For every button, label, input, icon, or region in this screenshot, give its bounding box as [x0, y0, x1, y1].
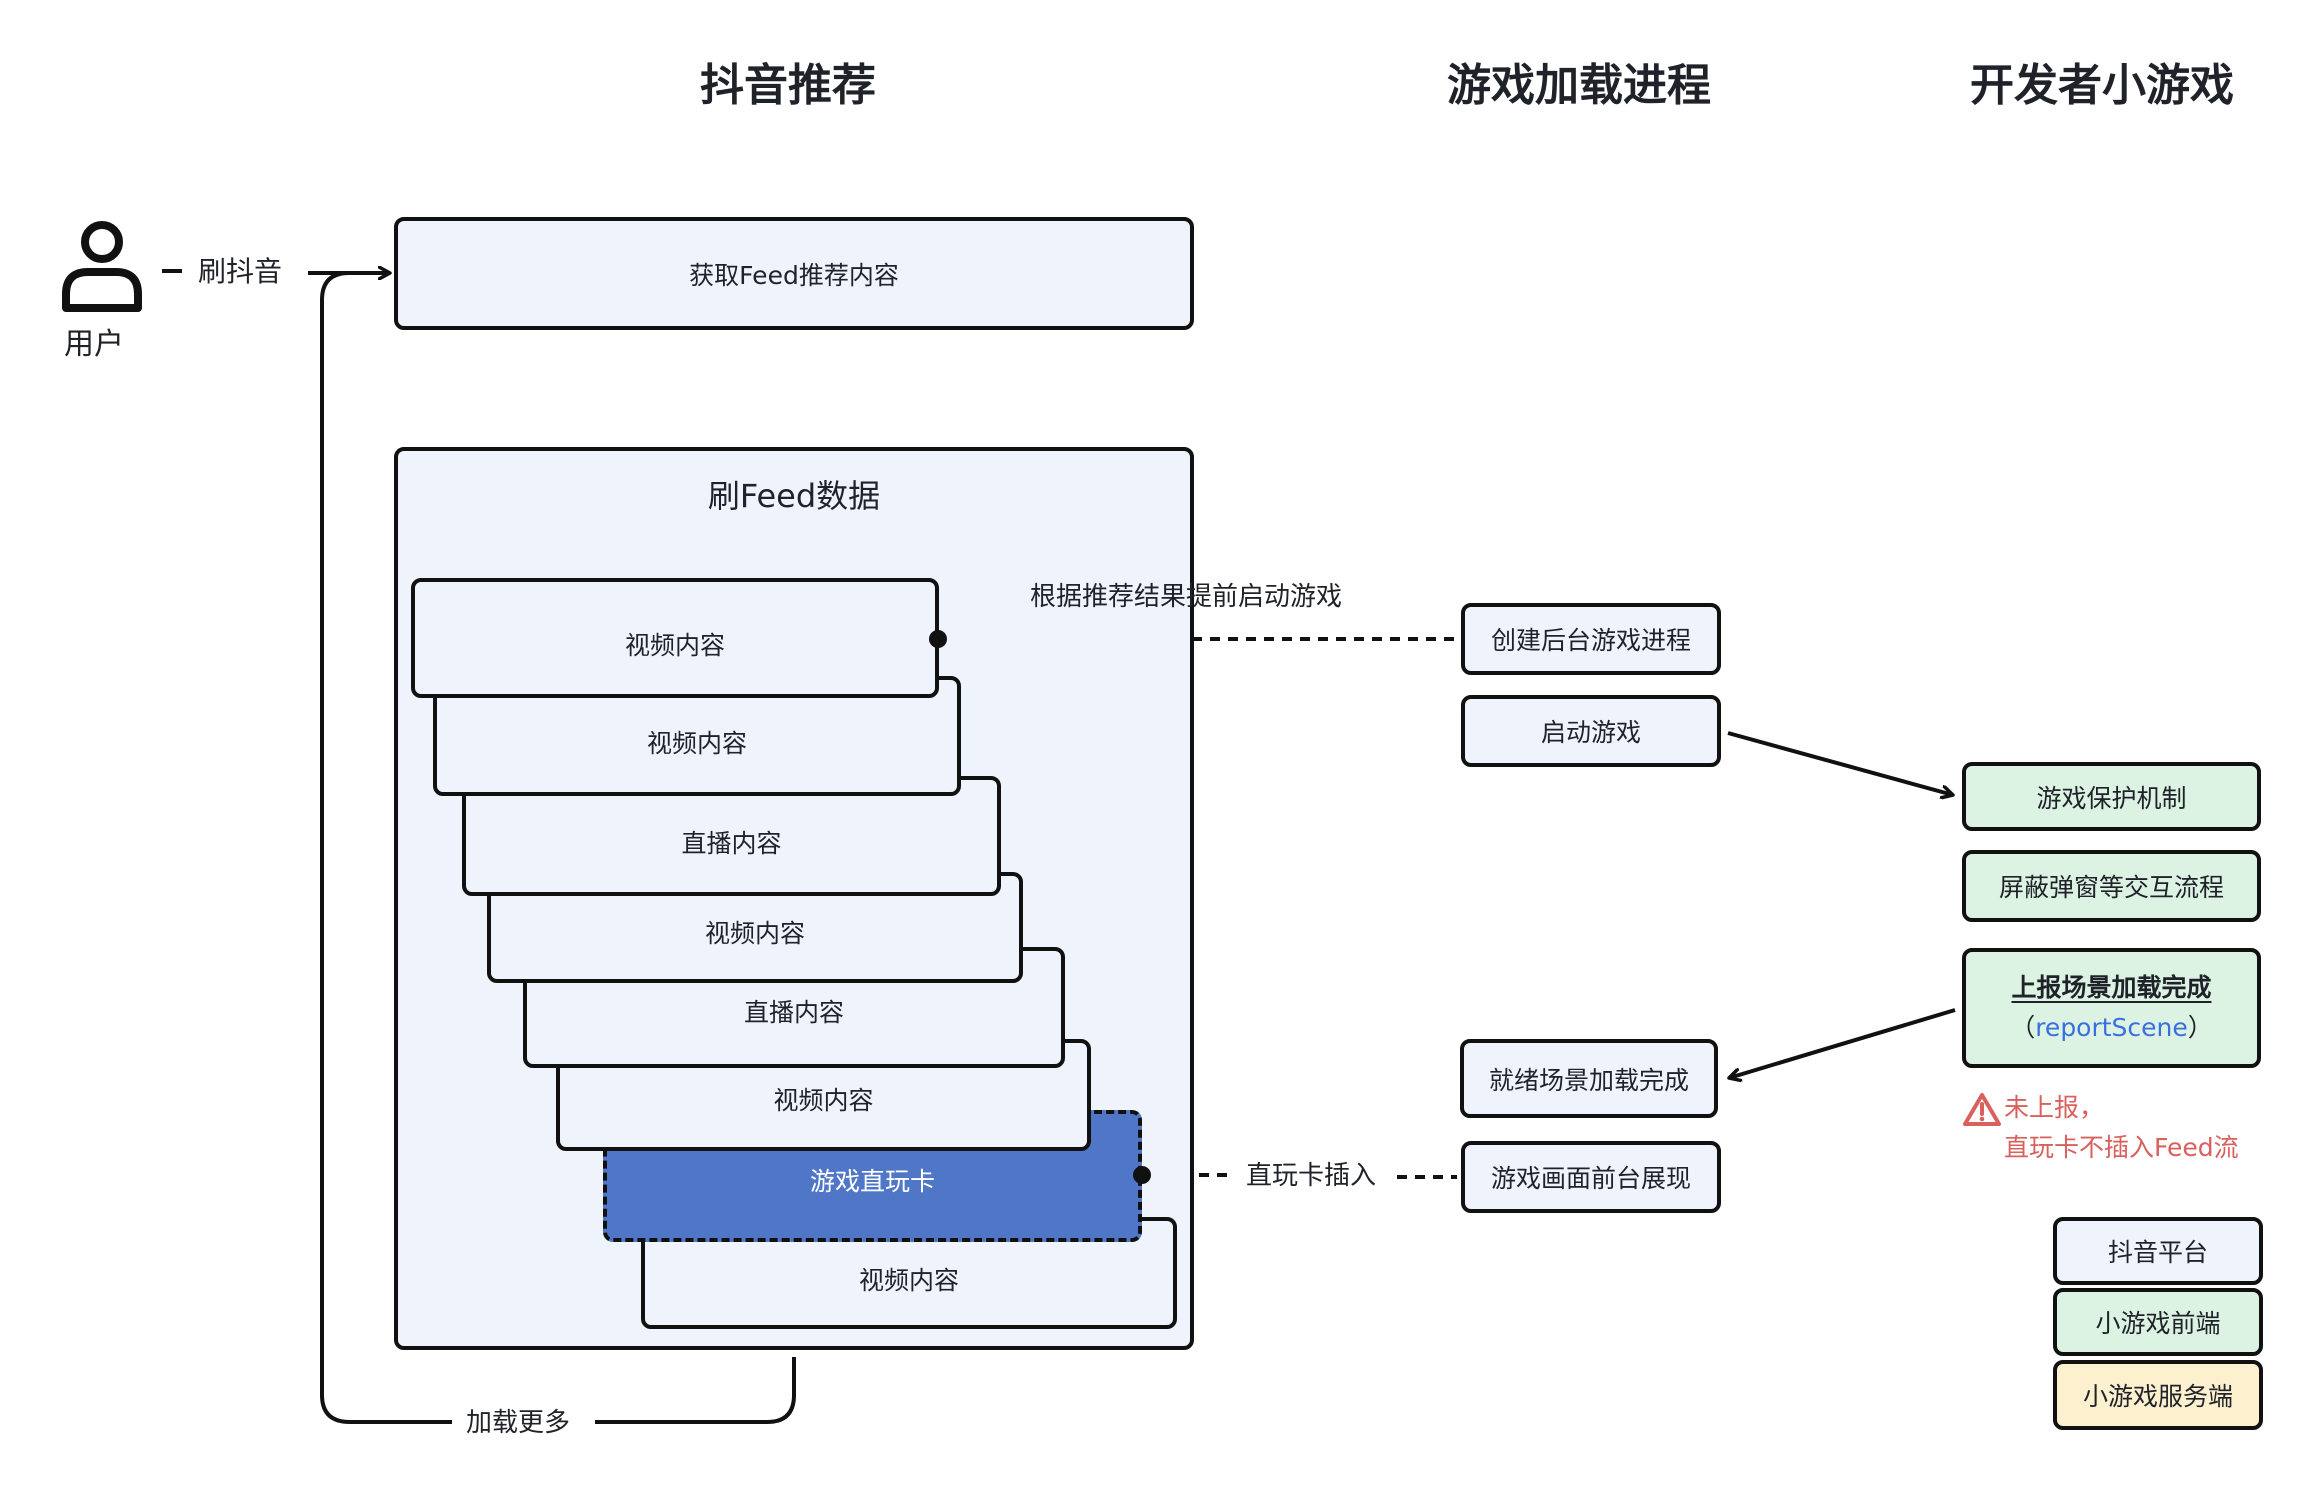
feed-card-3[interactable]: 直播内容: [462, 776, 1001, 896]
start-game-box: 启动游戏: [1461, 695, 1721, 767]
foreground-label: 游戏画面前台展现: [1490, 1164, 1691, 1193]
user-label: 用户: [64, 327, 124, 362]
insert-label: 直玩卡插入: [1246, 1161, 1377, 1191]
legend-server-label: 小游戏服务端: [2082, 1382, 2233, 1411]
column-title-douyin: 抖音推荐: [700, 60, 876, 111]
report-api-open: （: [2010, 1013, 2036, 1042]
column-title-loader: 游戏加载进程: [1447, 60, 1711, 111]
create-process-box: 创建后台游戏进程: [1461, 603, 1721, 675]
warning-line-1: 未上报，: [2004, 1093, 2105, 1122]
report-api-close: ）: [2187, 1013, 2213, 1042]
legend-platform: 抖音平台: [2053, 1217, 2263, 1285]
feed-card-label: 视频内容: [773, 1086, 874, 1115]
legend-frontend-label: 小游戏前端: [2095, 1309, 2221, 1338]
user-icon: [60, 220, 144, 316]
legend-server: 小游戏服务端: [2053, 1360, 2263, 1430]
legend-frontend: 小游戏前端: [2053, 1288, 2263, 1356]
prelaunch-label: 根据推荐结果提前启动游戏: [1030, 582, 1343, 612]
user-action-label: 刷抖音: [198, 255, 283, 288]
report-api-name: reportScene: [2035, 1013, 2188, 1042]
feed-card-label: 视频内容: [646, 729, 747, 758]
legend-platform-label: 抖音平台: [2107, 1238, 2208, 1267]
warning-text: 未上报， 直玩卡不插入Feed流: [2004, 1088, 2239, 1168]
report-scene-title: 上报场景加载完成: [2011, 973, 2212, 1002]
feed-card-1[interactable]: 视频内容: [411, 578, 939, 698]
feed-container-title: 刷Feed数据: [707, 477, 881, 515]
start-game-label: 启动游戏: [1540, 718, 1641, 747]
scene-ready-box: 就绪场景加载完成: [1460, 1039, 1718, 1118]
report-to-ready-arrow: [1729, 1008, 1956, 1078]
warning-line-2: 直玩卡不插入Feed流: [2004, 1133, 2239, 1162]
feed-fetch-label: 获取Feed推荐内容: [689, 260, 899, 290]
feed-card-label: 直播内容: [681, 829, 782, 858]
load-more-loop: [320, 271, 796, 1424]
warning-triangle-icon: [1962, 1092, 2002, 1128]
report-scene-box: 上报场景加载完成 （reportScene）: [1962, 948, 2261, 1068]
feed-fetch-box: 获取Feed推荐内容: [394, 217, 1194, 330]
start-to-protection-arrow: [1727, 731, 1953, 795]
feed-card-label: 视频内容: [624, 631, 725, 660]
report-scene-api-line: （reportScene）: [2010, 1008, 2213, 1048]
block-popups-label: 屏蔽弹窗等交互流程: [1998, 873, 2224, 902]
load-more-label: 加载更多: [466, 1408, 571, 1438]
protection-label: 游戏保护机制: [2036, 783, 2187, 813]
create-process-label: 创建后台游戏进程: [1490, 626, 1691, 655]
protection-box: 游戏保护机制: [1962, 762, 2261, 831]
feed-card-label: 直播内容: [743, 998, 844, 1027]
block-popups-box: 屏蔽弹窗等交互流程: [1962, 850, 2261, 922]
column-title-developer: 开发者小游戏: [1970, 60, 2234, 111]
foreground-box: 游戏画面前台展现: [1461, 1141, 1721, 1213]
feed-card-label: 视频内容: [858, 1266, 959, 1295]
feed-card-label: 视频内容: [704, 919, 805, 948]
scene-ready-label: 就绪场景加载完成: [1488, 1065, 1689, 1095]
game-card-label: 游戏直玩卡: [809, 1167, 935, 1196]
